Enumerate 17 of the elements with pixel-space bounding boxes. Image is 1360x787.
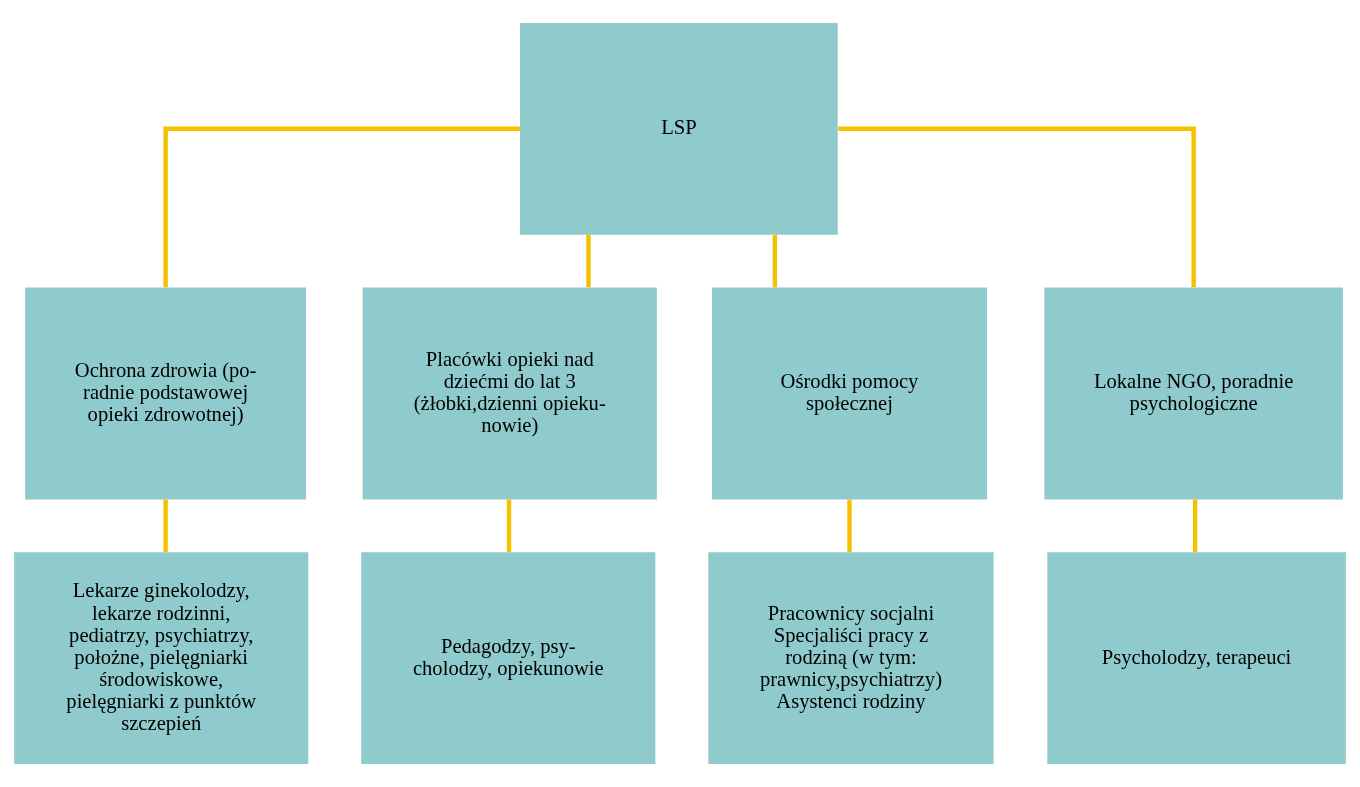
node-box: Lekarze ginekolodzy, lekarze rodzinni, pediatrzy, psychiatrzy, położne, pielęgniarki środowiskowe, pielęgniarki z punktów szczepień <box>14 552 309 765</box>
node-box: LSP <box>520 22 838 235</box>
node-box: Lokalne NGO, poradnie psychologiczne <box>1044 287 1343 500</box>
node-box: Pedagodzy, psy- cholodzy, opiekunowie <box>361 552 656 765</box>
connector <box>838 126 1196 288</box>
node-box: Psycholodzy, terapeuci <box>1047 552 1346 765</box>
connector <box>586 234 591 288</box>
node-box: Placówki opieki nad dziećmi do lat 3 (żłobki,dzienni opieku- nowie) <box>362 287 657 500</box>
connector <box>506 499 512 553</box>
connector <box>772 234 778 288</box>
connector <box>163 126 520 288</box>
connector <box>163 499 168 553</box>
node-box: Ośrodki pomocy społecznej <box>712 287 987 500</box>
connector <box>847 499 852 553</box>
connector <box>1192 499 1198 553</box>
node-box: Ochrona zdrowia (po- radnie podstawowej opieki zdrowotnej) <box>25 287 307 500</box>
node-box: Pracownicy socjalni Specjaliści pracy z rodziną (w tym: prawnicy,psychiatrzy) Asystenci rodziny <box>708 552 994 765</box>
